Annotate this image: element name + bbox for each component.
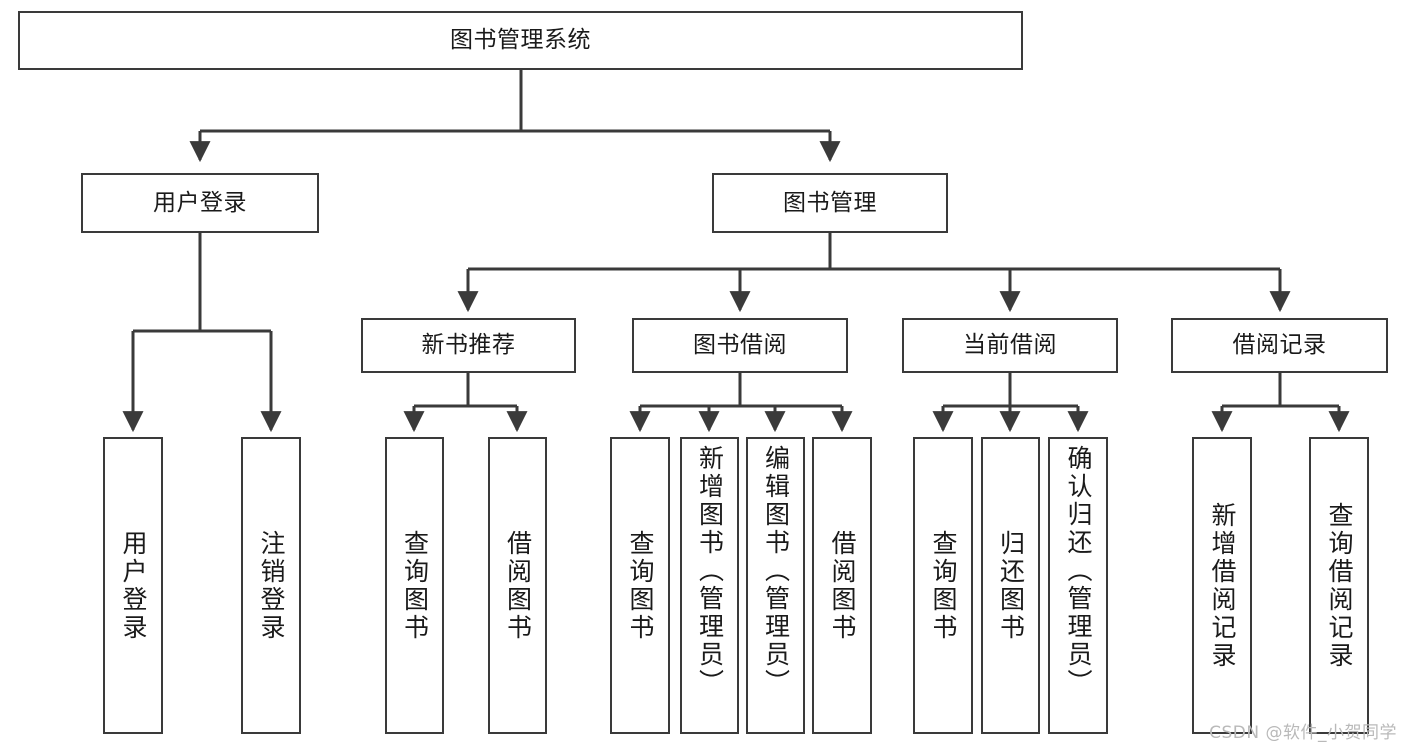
leaf-borrow-book-recommend[interactable]: 借阅图书 [488,437,547,734]
leaf-label: 编辑图书（管理员） [761,445,791,697]
leaf-label: 归还图书 [996,529,1026,642]
leaf-return-book[interactable]: 归还图书 [981,437,1040,734]
leaf-label: 查询借阅记录 [1325,501,1354,670]
leaf-borrow-book[interactable]: 借阅图书 [812,437,872,734]
node-book-borrow[interactable]: 图书借阅 [632,318,848,373]
leaf-confirm-return-admin[interactable]: 确认归还（管理员） [1048,437,1108,734]
node-label: 用户登录 [153,189,247,216]
leaf-label: 新增图书（管理员） [695,445,725,697]
leaf-query-borrow-record[interactable]: 查询借阅记录 [1309,437,1369,734]
leaf-logout[interactable]: 注销登录 [241,437,301,734]
node-borrow-record[interactable]: 借阅记录 [1171,318,1388,373]
leaf-add-book-admin[interactable]: 新增图书（管理员） [680,437,739,734]
leaf-label: 新增借阅记录 [1208,501,1237,670]
node-user-login[interactable]: 用户登录 [81,173,319,233]
leaf-user-login[interactable]: 用户登录 [103,437,163,734]
node-current-borrow[interactable]: 当前借阅 [902,318,1118,373]
leaf-label: 注销登录 [257,529,286,642]
leaf-add-borrow-record[interactable]: 新增借阅记录 [1192,437,1252,734]
leaf-label: 借阅图书 [828,529,857,642]
node-label: 当前借阅 [963,332,1057,359]
node-label: 图书借阅 [693,332,787,359]
leaf-label: 借阅图书 [503,529,533,642]
leaf-query-book-recommend[interactable]: 查询图书 [385,437,444,734]
leaf-label: 用户登录 [119,529,148,642]
node-root-book-management-system[interactable]: 图书管理系统 [18,11,1023,70]
node-label: 新书推荐 [421,332,516,359]
node-label: 借阅记录 [1232,332,1327,359]
node-new-book-recommend[interactable]: 新书推荐 [361,318,576,373]
leaf-label: 查询图书 [400,529,430,642]
node-label: 图书管理 [783,189,877,216]
node-book-management[interactable]: 图书管理 [712,173,948,233]
leaf-query-book-borrow[interactable]: 查询图书 [610,437,670,734]
leaf-edit-book-admin[interactable]: 编辑图书（管理员） [746,437,805,734]
leaf-label: 查询图书 [929,529,958,642]
leaf-label: 确认归还（管理员） [1064,445,1093,697]
leaf-label: 查询图书 [626,529,655,642]
leaf-query-book-current[interactable]: 查询图书 [913,437,973,734]
node-label: 图书管理系统 [450,27,591,54]
